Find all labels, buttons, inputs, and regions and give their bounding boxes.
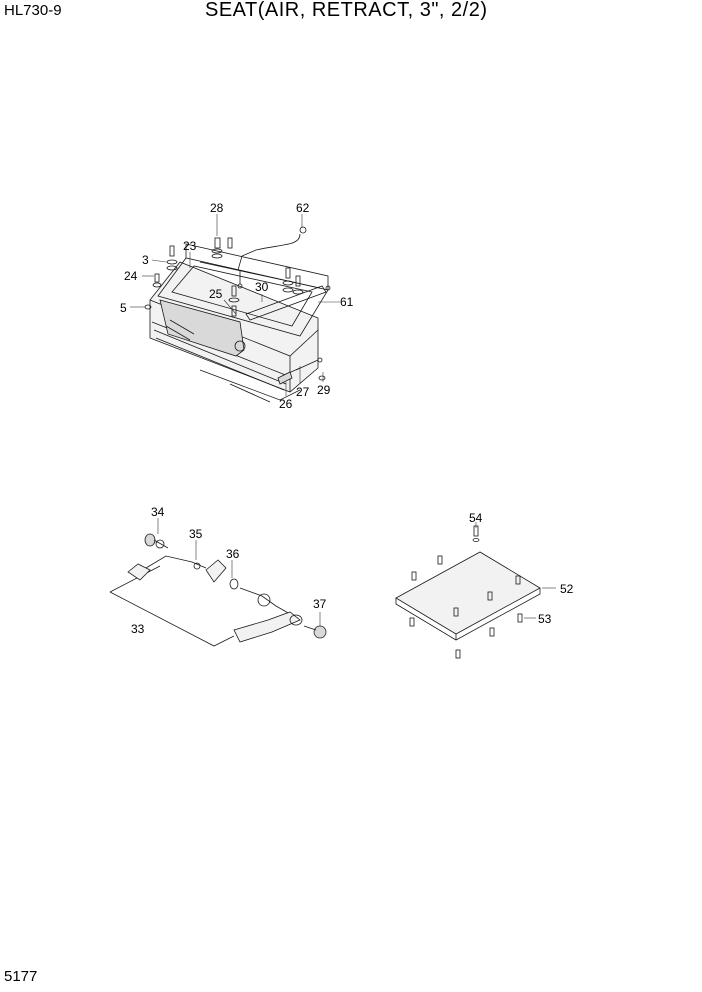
callout-25: 25 <box>209 287 223 301</box>
floor-plate-assembly <box>395 525 541 659</box>
callout-27: 27 <box>296 385 310 399</box>
callout-61: 61 <box>340 295 354 309</box>
page-number: 5177 <box>4 968 38 985</box>
page-title: SEAT(AIR, RETRACT, 3", 2/2) <box>205 0 488 21</box>
seat-assembly <box>144 226 331 403</box>
callout-5: 5 <box>120 301 127 315</box>
callout-35: 35 <box>189 527 203 541</box>
callout-labels: 28 62 3 23 24 30 25 61 5 29 27 26 34 35 … <box>120 201 574 636</box>
callout-28: 28 <box>210 201 224 215</box>
callout-29: 29 <box>317 383 331 397</box>
callout-23: 23 <box>183 239 197 253</box>
callout-30: 30 <box>255 280 269 294</box>
seat-belt-assembly <box>109 533 327 647</box>
callout-53: 53 <box>538 612 552 626</box>
callout-54: 54 <box>469 511 483 525</box>
callout-36: 36 <box>226 547 240 561</box>
callout-3: 3 <box>142 253 149 267</box>
callout-37: 37 <box>313 597 327 611</box>
callout-24: 24 <box>124 269 138 283</box>
callout-26: 26 <box>279 397 293 411</box>
callout-62: 62 <box>296 201 310 215</box>
model-code: HL730-9 <box>4 2 62 19</box>
callout-34: 34 <box>151 505 165 519</box>
callout-33: 33 <box>131 622 145 636</box>
callout-52: 52 <box>560 582 574 596</box>
bolt-28-icon <box>211 237 223 259</box>
